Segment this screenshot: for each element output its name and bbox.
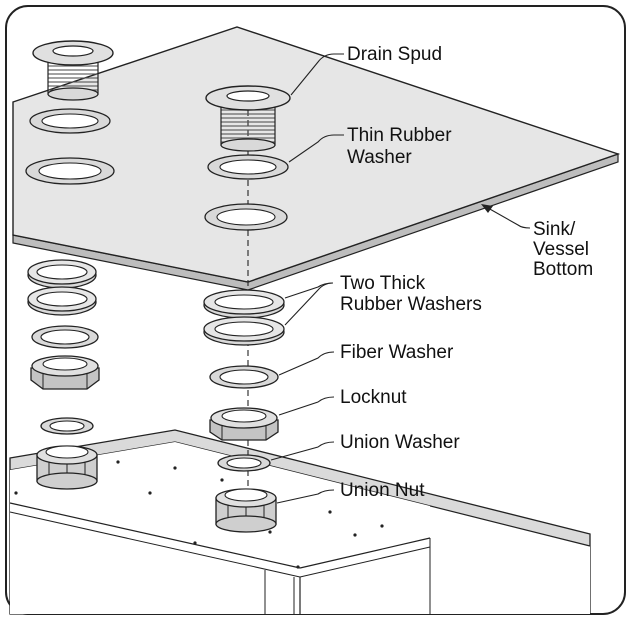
left-fiber-washer	[31, 325, 99, 349]
label-thin-rubber-washer: Thin Rubber Washer	[347, 125, 457, 168]
fiber-washer	[209, 365, 279, 389]
label-two-thick-rubber-washers: Two Thick Rubber Washers	[340, 273, 482, 315]
label-locknut: Locknut	[340, 387, 407, 408]
label-drain-spud: Drain Spud	[347, 44, 442, 65]
union-washer	[217, 454, 271, 472]
label-thin-rubber-washer-line2: Washer	[347, 147, 412, 168]
label-sink-vessel-bottom-line3: Bottom	[533, 259, 593, 280]
leader-thin-rubber-washer	[288, 134, 344, 163]
label-two-thick-line2: Rubber Washers	[340, 294, 482, 315]
leader-fiber-washer	[278, 351, 335, 376]
label-union-washer: Union Washer	[340, 432, 460, 453]
union-nut	[215, 488, 277, 533]
label-fiber-washer: Fiber Washer	[340, 342, 454, 363]
label-two-thick-line1: Two Thick	[340, 273, 426, 294]
label-sink-vessel-bottom-line2: Vessel	[533, 239, 589, 260]
locknut	[209, 407, 279, 441]
label-sink-vessel-bottom: Sink/ Vessel Bottom	[533, 219, 594, 280]
left-union-nut	[36, 445, 98, 490]
left-thick-rubber-washer-1	[27, 259, 97, 289]
left-washer-below-sink	[25, 157, 115, 185]
leader-union-nut	[276, 489, 335, 504]
left-union-washer	[40, 417, 94, 435]
left-thin-rubber-washer	[29, 108, 111, 134]
label-thin-rubber-washer-line1: Thin Rubber	[347, 125, 452, 146]
thick-rubber-washer-2	[203, 316, 285, 346]
arrowhead-sink-vessel-bottom	[481, 204, 493, 213]
leader-locknut	[278, 396, 335, 416]
washer-below-sink-hole	[204, 203, 288, 231]
thick-rubber-washer-1	[203, 289, 285, 319]
thin-rubber-washer	[207, 154, 289, 180]
label-union-nut: Union Nut	[340, 480, 425, 501]
label-sink-vessel-bottom-line1: Sink/	[533, 219, 576, 240]
leader-drain-spud	[290, 53, 344, 96]
left-locknut	[30, 355, 100, 390]
leader-thick-washer-2	[284, 282, 334, 326]
left-thick-rubber-washer-2	[27, 286, 97, 316]
drain-spud	[205, 85, 291, 152]
left-drain-spud	[32, 40, 114, 101]
cabinet-top	[9, 429, 591, 615]
leader-union-washer	[270, 441, 335, 461]
leader-sink-vessel-bottom	[487, 207, 531, 229]
